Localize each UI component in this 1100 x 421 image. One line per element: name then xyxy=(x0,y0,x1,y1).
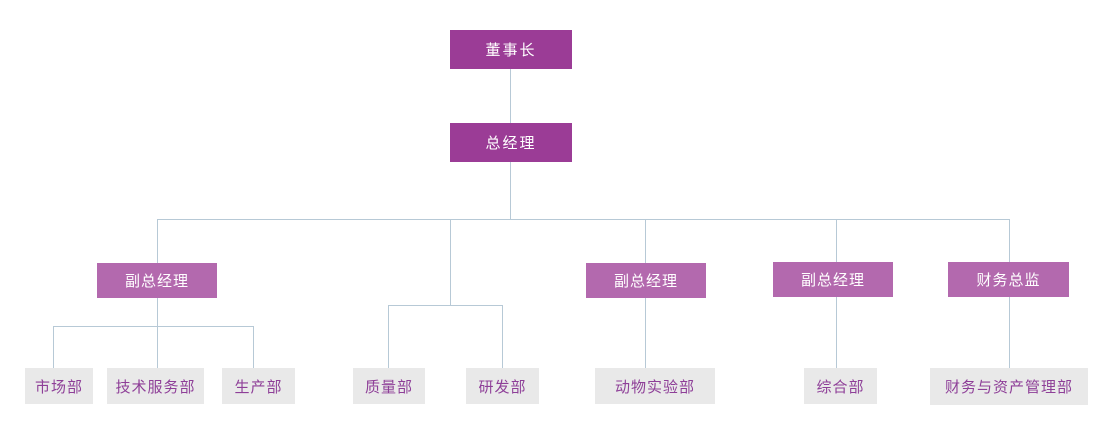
connector-line xyxy=(450,219,451,305)
connector-line xyxy=(836,219,837,262)
node-chairman: 董事长 xyxy=(450,30,572,69)
node-vice-gm-3: 副总经理 xyxy=(773,262,893,297)
connector-line xyxy=(502,305,503,368)
connector-line xyxy=(157,219,1010,220)
connector-line xyxy=(157,298,158,326)
node-vice-gm-2: 副总经理 xyxy=(586,263,706,298)
connector-line xyxy=(53,326,54,368)
connector-line xyxy=(510,162,511,220)
node-tech-service-dept: 技术服务部 xyxy=(107,368,204,404)
connector-line xyxy=(388,305,503,306)
connector-line xyxy=(510,69,511,123)
node-finance-asset-dept: 财务与资产管理部 xyxy=(930,368,1088,405)
node-marketing-dept: 市场部 xyxy=(25,368,93,404)
node-rnd-dept: 研发部 xyxy=(466,368,539,404)
connector-line xyxy=(1009,297,1010,369)
connector-line xyxy=(1009,219,1010,262)
connector-line xyxy=(157,219,158,263)
node-quality-dept: 质量部 xyxy=(353,368,425,404)
connector-line xyxy=(157,326,158,368)
node-animal-lab-dept: 动物实验部 xyxy=(595,368,715,404)
node-finance-director: 财务总监 xyxy=(948,262,1069,297)
node-production-dept: 生产部 xyxy=(222,368,295,404)
node-general-manager: 总经理 xyxy=(450,123,572,162)
connector-line xyxy=(388,305,389,368)
node-general-affairs-dept: 综合部 xyxy=(804,368,877,404)
connector-line xyxy=(645,219,646,263)
connector-line xyxy=(53,326,254,327)
connector-line xyxy=(253,326,254,368)
connector-line xyxy=(645,298,646,368)
node-vice-gm-1: 副总经理 xyxy=(97,263,217,298)
connector-line xyxy=(836,297,837,368)
